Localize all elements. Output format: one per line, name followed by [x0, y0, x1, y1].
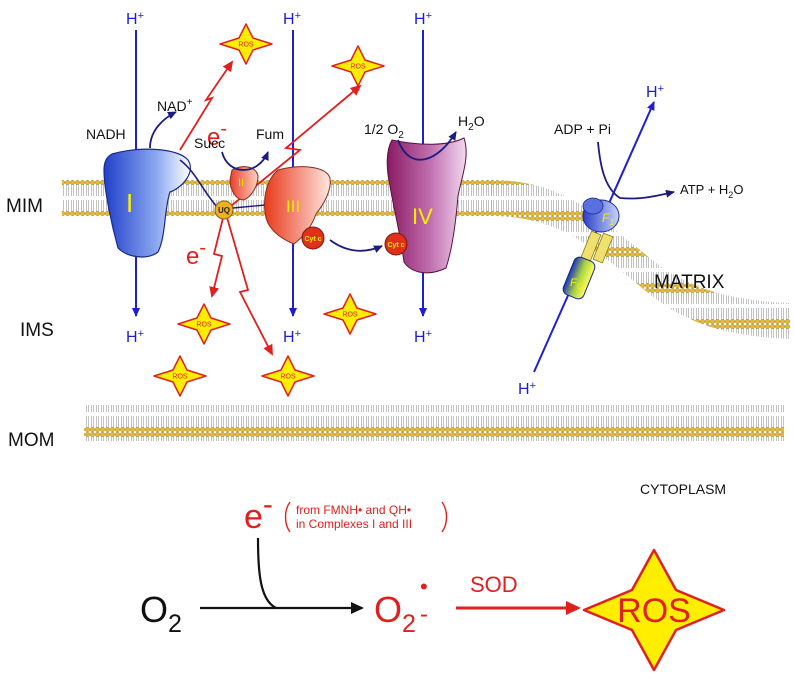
superoxide-product: O2 [374, 589, 416, 638]
electron-label-lower: e- [186, 237, 206, 270]
electron-source-bracket-left [284, 501, 291, 533]
ros-leak-arrows [179, 60, 362, 356]
complex-4: IV [386, 137, 467, 274]
proton-label-1-top: H+ [126, 10, 144, 28]
cytochrome-c-1-label: Cyt c [304, 236, 321, 243]
electron-labels-left: e- e- [186, 118, 227, 270]
atp-synthase-fo-label: FO [570, 277, 583, 291]
electron-path-1 [179, 159, 219, 209]
cytochrome-c-1: Cyt c [301, 226, 325, 250]
cytochrome-c-2-label: Cyt c [387, 242, 404, 249]
cytochrome-c-transfer-arrow [329, 239, 383, 253]
ros-star-5-label: ROS [280, 373, 296, 380]
atp-synthase-f1-label: F1 [602, 211, 614, 227]
electron-source-bracket-right [441, 501, 448, 533]
ims-label: IMS [20, 320, 54, 341]
proton-label-atpase-matrix: H+ [646, 83, 664, 101]
complex-4-label: IV [412, 204, 433, 229]
succ-label: Succ [194, 135, 225, 151]
ros-star-1-label: ROS [238, 41, 254, 48]
complex-2-label: II [238, 177, 244, 189]
ros-product-star: ROS [582, 548, 726, 672]
proton-label-3-top: H+ [283, 10, 301, 28]
ros-star-1: ROS [219, 23, 273, 65]
electron-input-curve [256, 537, 277, 609]
proton-label-1-bottom: H+ [126, 328, 144, 346]
ros-star-5: ROS [261, 355, 315, 397]
matrix-label: MATRIX [654, 272, 725, 293]
ros-star-6: ROS [323, 293, 377, 335]
atp-synthase: F1 FO [562, 197, 620, 300]
adp-pi-label: ADP + Pi [554, 121, 611, 137]
proton-labels: H+ H+ H+ H+ H+ H+ H+ H+ [126, 10, 664, 398]
water-label: H2O [458, 113, 485, 133]
nadh-arrow [149, 111, 177, 149]
ros-stars: ROS ROS ROS ROS ROS ROS [153, 23, 385, 397]
succ-fum-arrow [221, 151, 269, 171]
oxygen-reactant: O2 [140, 589, 182, 638]
ros-star-3-label: ROS [196, 321, 212, 328]
mom-label: MOM [8, 430, 54, 451]
ros-star-6-label: ROS [342, 311, 358, 318]
ros-star-2: ROS [331, 45, 385, 87]
electron-reactant: e- [244, 488, 273, 536]
sod-enzyme-label: SOD [470, 572, 518, 597]
nad-label: NAD+ [157, 97, 193, 114]
superoxide-charge: - [420, 601, 428, 628]
ros-star-4-label: ROS [172, 373, 188, 380]
atp-synthase-f1: F1 [582, 197, 620, 233]
proton-label-3-bottom: H+ [283, 328, 301, 346]
electron-source-line-1: from FMNH• and QH• [296, 503, 411, 517]
reaction-equation: O2 e- from FMNH• and QH• in Complexes I … [140, 488, 726, 672]
ubiquinone-label: UQ [218, 206, 230, 215]
electron-source-line-2: in Complexes I and III [296, 517, 412, 531]
ros-product-star-shape-label: ROS [617, 592, 691, 630]
ros-product-star-shape: ROS [582, 548, 726, 672]
complex-3-label: III [286, 197, 300, 216]
atp-water-label: ATP + H2O [680, 182, 743, 200]
adp-atp-arrow [597, 141, 675, 200]
mim-label: MIM [6, 196, 43, 217]
half-oxygen-label: 1/2 O2 [364, 121, 404, 141]
electron-label-upper: e- [207, 118, 227, 151]
complex-1: I [103, 148, 191, 258]
ros-star-3: ROS [177, 303, 231, 345]
outer-membrane [84, 405, 784, 441]
cytoplasm-label: CYTOPLASM [640, 481, 726, 497]
atp-synthase-fo: FO [562, 256, 596, 300]
proton-label-atpase-ims: H+ [518, 380, 536, 398]
ubiquinone: UQ [214, 200, 234, 220]
complex-2: II [229, 166, 259, 201]
ros-star-2-label: ROS [350, 63, 366, 70]
superoxide-radical-dot: • [420, 574, 428, 599]
fum-label: Fum [256, 126, 284, 142]
oxygen-water-arrow [397, 131, 457, 161]
complex-1-label: I [126, 188, 133, 218]
proton-label-4-top: H+ [414, 10, 432, 28]
cytochrome-c-2: Cyt c [384, 232, 408, 256]
nadh-label: NADH [86, 126, 126, 142]
ros-star-4: ROS [153, 355, 207, 397]
proton-label-4-bottom: H+ [414, 328, 432, 346]
